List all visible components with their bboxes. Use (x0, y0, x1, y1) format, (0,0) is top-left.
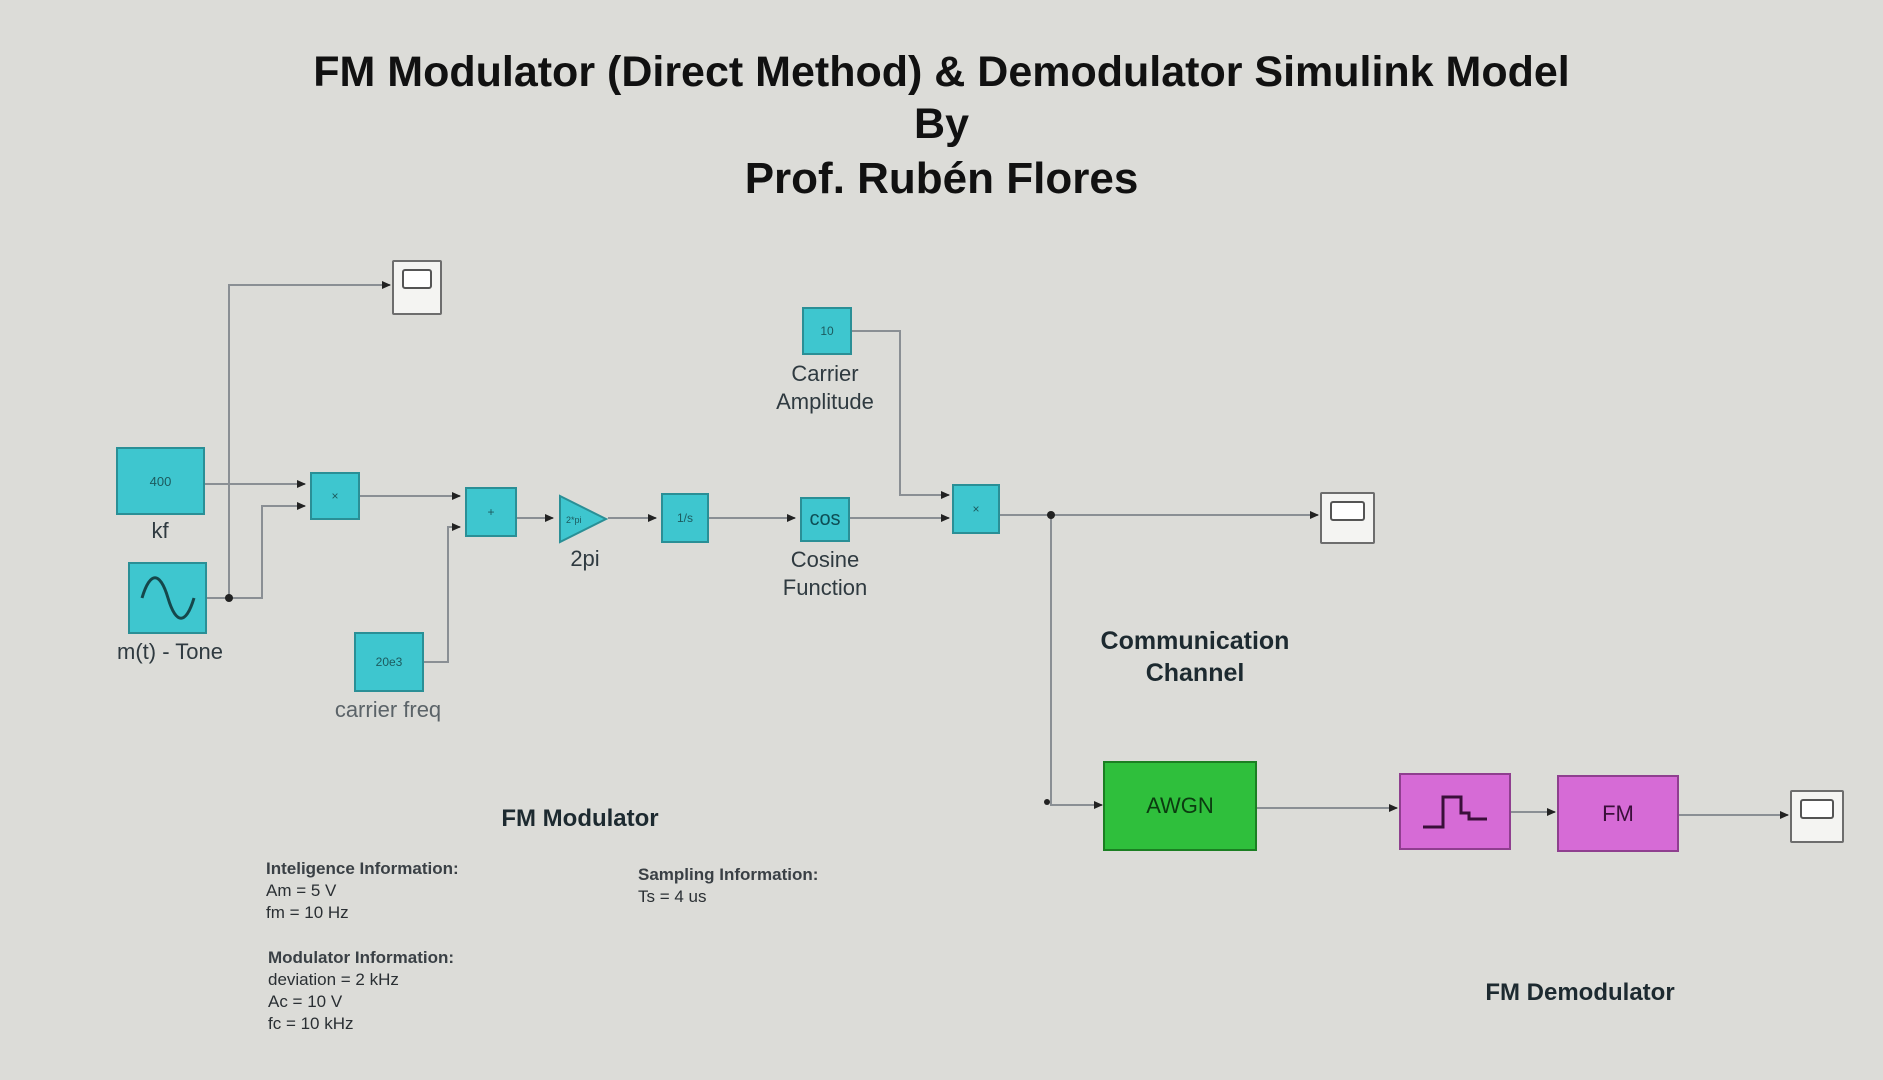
sine-wave-block[interactable] (128, 562, 207, 634)
wire-tone-product (229, 502, 306, 599)
fm-demodulator-label: FM Demodulator (1485, 979, 1675, 1006)
integrator-symbol: 1/s (676, 511, 693, 525)
tone-label: m(t) - Tone (117, 639, 223, 664)
cosine-label: Cosine Function (782, 547, 868, 600)
product-symbol: × (331, 489, 339, 503)
awgn-channel-block[interactable]: AWGN (1103, 761, 1257, 851)
sampling-info: Sampling Information: Ts = 4 us (638, 865, 819, 906)
modulator-info: Modulator Information: deviation = 2 kHz… (268, 948, 455, 1033)
gain-label: 2pi (570, 546, 600, 571)
model-title-by: By (914, 100, 969, 148)
carrier-freq-value: 20e3 (375, 655, 403, 669)
carrier-amplitude-value: 10 (820, 324, 834, 338)
gain-symbol: 2*pi (566, 515, 582, 525)
product-block-2[interactable]: × (952, 484, 1000, 534)
kf-value: 400 (149, 473, 172, 489)
channel-label: Communication Channel (1100, 627, 1290, 687)
scope-demod-output[interactable] (1790, 790, 1844, 843)
fm-demod-label: FM (1602, 800, 1634, 826)
filter-block[interactable] (1399, 773, 1511, 850)
kf-label: kf (151, 518, 169, 543)
product-symbol: × (972, 502, 980, 516)
sum-block[interactable]: + (465, 487, 517, 537)
scope-tone[interactable] (392, 260, 442, 315)
fm-modulator-label: FM Modulator (501, 805, 659, 832)
carrier-amplitude-label: Carrier Amplitude (776, 361, 874, 414)
wire-tone-scope (207, 281, 391, 599)
wire-branch-awgn (1050, 515, 1103, 809)
carrier-amplitude-block[interactable]: 10 (802, 307, 852, 355)
gain-block[interactable]: 2*pi (558, 494, 608, 544)
carrier-freq-block[interactable]: 20e3 (354, 632, 424, 692)
sine-wave-icon (140, 576, 195, 620)
sum-symbol: + (487, 505, 495, 519)
integrator-block[interactable]: 1/s (661, 493, 709, 543)
cosine-symbol: cos (809, 508, 841, 530)
model-title: FM Modulator (Direct Method) & Demodulat… (313, 48, 1570, 96)
model-author: Prof. Rubén Flores (744, 154, 1139, 203)
wire-carrierfreq-sum (424, 523, 461, 663)
scope-icon (1800, 799, 1834, 819)
cosine-block[interactable]: cos (800, 497, 850, 542)
scope-fm-signal[interactable] (1320, 492, 1375, 544)
intelligence-info: Inteligence Information: Am = 5 V fm = 1… (266, 859, 459, 922)
kf-constant-block[interactable]: 400 (116, 447, 205, 515)
step-response-icon (1423, 795, 1487, 828)
scope-icon (1330, 501, 1365, 521)
wire-amplitude-product (852, 330, 950, 499)
awgn-label: AWGN (1146, 793, 1214, 818)
fm-demodulator-block[interactable]: FM (1557, 775, 1679, 852)
carrier-freq-label: carrier freq (334, 697, 442, 722)
product-block-1[interactable]: × (310, 472, 360, 520)
scope-icon (402, 269, 432, 289)
